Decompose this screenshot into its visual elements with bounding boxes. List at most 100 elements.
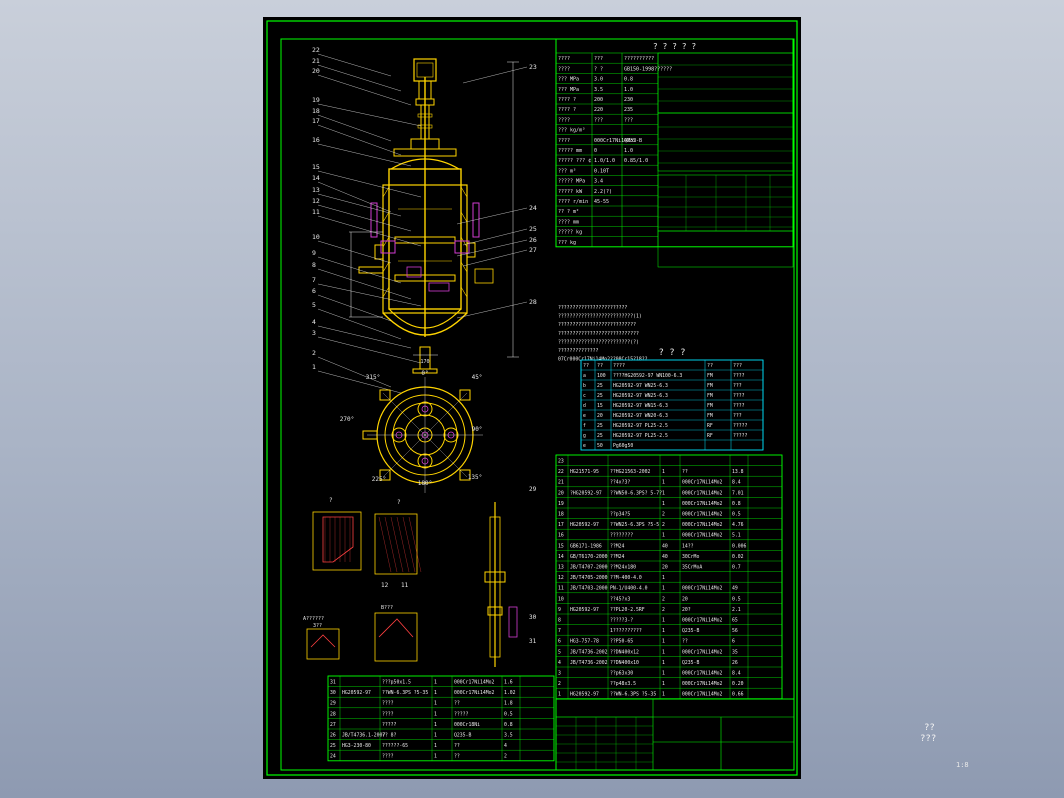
- bom-right-cell: 1: [662, 681, 665, 687]
- bom-right-cell: 7.01: [732, 490, 744, 496]
- bom-left-cell: JB/T4736.1-2007: [342, 733, 385, 739]
- leader-line: [317, 356, 392, 388]
- bom-right-cell: 9: [558, 607, 561, 613]
- leader-line: [317, 308, 402, 340]
- tech-param-name: ???? mm: [558, 219, 579, 225]
- bom-left-cell: ??WN-6.3PS ?5-35: [382, 690, 428, 696]
- tech-param-name: ?? ? m²: [558, 209, 579, 215]
- detail-hatch-line: [396, 516, 410, 573]
- jacket-stiffener: [460, 286, 468, 298]
- bom-right-cell: 17: [558, 522, 564, 528]
- bom-right-cell: 1: [662, 692, 665, 698]
- bom-left-cell: 000Cr17Ni14Mo2: [454, 690, 495, 696]
- part-callout-17: 17: [312, 117, 320, 125]
- bom-left-cell: ??: [454, 754, 460, 760]
- bom-left-cell: 0.8: [504, 722, 513, 728]
- side-nozzle-left-pipe: [358, 266, 384, 274]
- bom-left-cell: 1: [434, 711, 437, 717]
- leader-line: [456, 301, 528, 319]
- bom-left-cell: 31: [330, 680, 336, 686]
- detail-b-frame: [374, 513, 418, 575]
- leader-line: [462, 228, 528, 246]
- plan-lug: [459, 389, 471, 401]
- jacket-stiffener: [460, 211, 468, 223]
- bom-left-cell: 000Cr17Ni14Mo2: [454, 680, 495, 686]
- inner-coil-box: [428, 282, 450, 292]
- bom-left-cell: 1: [434, 690, 437, 696]
- leader-line: [317, 170, 422, 198]
- bom-left-cell: 1: [434, 701, 437, 707]
- bom-right-cell: 22: [558, 469, 564, 475]
- nozzle-cell: f: [583, 423, 586, 429]
- nozzle-cell: ???: [733, 413, 742, 419]
- bom-right-cell: 21: [558, 480, 564, 486]
- tech-note-line: ???????????????????????????: [558, 322, 636, 328]
- bom-right-cell: 1: [662, 575, 665, 581]
- bom-left-cell: ????: [382, 711, 394, 717]
- bom-right-cell: 20: [558, 490, 564, 496]
- bom-left-cell: 2: [504, 754, 507, 760]
- tech-param-jacket: 1.0: [624, 87, 633, 93]
- leader-line: [456, 207, 528, 225]
- bottom-outlet: [419, 346, 431, 370]
- bom-right-cell: 000Cr17Ni14Mo2: [682, 522, 723, 528]
- nozzle-cell: 50: [597, 443, 603, 449]
- bom-left-cell: ??: [454, 701, 460, 707]
- bom-right-cell: 10: [558, 596, 564, 602]
- bom-right-cell: 000Cr17Ni14Mo2: [682, 480, 723, 486]
- bom-right-cell: 2: [662, 607, 665, 613]
- tech-param-shell: 2.2(?): [594, 189, 612, 195]
- tech-param-name: ????: [558, 66, 570, 72]
- bom-right-cell: ??WN-6.3PS ?5-35: [610, 692, 656, 698]
- leader-line: [317, 336, 422, 364]
- bom-left-cell: ??????-65: [382, 743, 408, 749]
- motor-fan-cover: [416, 62, 434, 78]
- bottom-flange: [412, 368, 438, 374]
- bom-right-cell: 15: [558, 543, 564, 549]
- part-callout-11: 11: [312, 208, 320, 216]
- bom-right-cell: 20: [682, 596, 688, 602]
- nozzle-right-box: [474, 268, 494, 284]
- bom-right-cell: ?HG20592-97: [570, 490, 602, 496]
- bom-left-cell: 3.5: [504, 733, 513, 739]
- tech-param-shell: 0: [594, 148, 597, 154]
- impeller-lower: [394, 274, 456, 282]
- bom-right-cell: 1??????????: [610, 628, 642, 634]
- bom-right-cell: ??M24x180: [610, 565, 636, 571]
- bom-right-cell: ??WN25-6.3PS ?5-5: [610, 522, 659, 528]
- part-callout-10: 10: [312, 233, 320, 241]
- tech-param-shell: 3.0: [594, 77, 603, 83]
- tech-param-name: ???? ?: [558, 107, 576, 113]
- part-callout-21: 21: [312, 57, 320, 65]
- bom-right-cell: ??PL20-2.5RF: [610, 607, 645, 613]
- support-gusset-right: [454, 240, 470, 254]
- nozzle-cell: d: [583, 403, 586, 409]
- bom-right-cell: 4: [558, 660, 561, 666]
- jacket-stiffener: [382, 286, 390, 298]
- bom-right-cell: 0.7: [732, 565, 741, 571]
- bom-right-cell: 0.02: [732, 554, 744, 560]
- bom-right-cell: ??p48x3.5: [610, 681, 636, 687]
- part-callout-18: 18: [312, 107, 320, 115]
- plan-lug: [379, 389, 391, 401]
- weld-v-a: [310, 634, 336, 648]
- bom-right-cell: 1: [662, 671, 665, 677]
- nozzle-cell: b: [583, 383, 586, 389]
- detail-shaft-body: [489, 516, 501, 658]
- nozzle-header-cell: ????: [613, 363, 625, 369]
- nozzle-cell: 25: [597, 433, 603, 439]
- bom-right-cell: ??P50-65: [610, 639, 633, 645]
- weld-scale: 3??: [313, 623, 322, 629]
- bom-right-cell: 000Cr17Ni14Mo2: [682, 586, 723, 592]
- nozzle-cell: HG20592-97 WN25-6.3: [613, 383, 668, 389]
- part-callout-3: 3: [312, 329, 316, 337]
- tech-param-shell: ???: [594, 117, 603, 123]
- nozzle-cell: RF: [707, 423, 713, 429]
- nozzle-cell: e: [583, 444, 586, 449]
- bom-right-cell: JB/T4705-2000: [570, 575, 608, 581]
- bom-right-cell: 12: [558, 575, 564, 581]
- jacket-stiffener: [460, 236, 468, 248]
- bom-left-cell: ?? 8?: [382, 733, 397, 739]
- bom-right-cell: 6: [558, 639, 561, 645]
- inner-border: [280, 38, 795, 771]
